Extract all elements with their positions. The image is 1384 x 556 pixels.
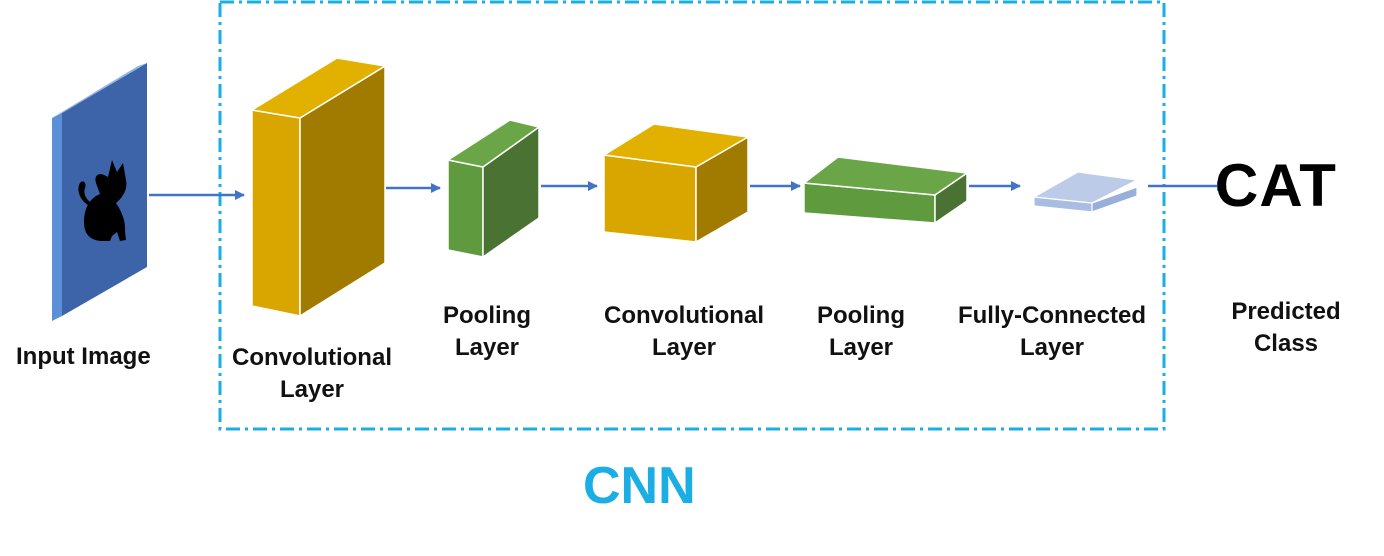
cnn-group-label: CNN bbox=[583, 457, 696, 515]
input-image-label: Input Image bbox=[16, 341, 151, 373]
fully-connected-layer-label-line1: Fully-Connected bbox=[957, 302, 1146, 329]
fully-connected-layer-block bbox=[1032, 171, 1139, 213]
conv-layer-1-block bbox=[249, 57, 388, 318]
predicted-class-label-line2: Class bbox=[1253, 330, 1319, 357]
input-image-label-text: Input Image bbox=[16, 343, 151, 370]
pooling-layer-2-block bbox=[802, 156, 970, 225]
conv-layer-2-label: Convolutional Layer bbox=[593, 300, 775, 364]
cat-silhouette-icon bbox=[78, 160, 127, 241]
predicted-class-label: Predicted Class bbox=[1220, 296, 1352, 360]
output-class-text: CAT bbox=[1215, 152, 1337, 219]
fully-connected-layer-label-line2: Layer bbox=[1019, 334, 1085, 361]
conv-layer-2-block bbox=[601, 123, 751, 244]
conv-layer-1-label: Convolutional Layer bbox=[222, 342, 402, 406]
pooling-layer-2-label: Pooling Layer bbox=[801, 300, 921, 364]
conv-layer-1-label-line1: Convolutional bbox=[232, 344, 392, 371]
fully-connected-layer-label: Fully-Connected Layer bbox=[945, 300, 1159, 364]
pooling-layer-1-block bbox=[446, 119, 541, 259]
pooling-layer-1-label-line1: Pooling bbox=[443, 302, 531, 329]
input-image-block bbox=[52, 63, 147, 321]
conv-layer-1-label-line2: Layer bbox=[279, 376, 345, 403]
pooling-layer-1-label-line2: Layer bbox=[454, 334, 520, 361]
pooling-layer-2-label-line1: Pooling bbox=[817, 302, 905, 329]
predicted-class-label-line1: Predicted bbox=[1231, 298, 1341, 325]
pooling-layer-2-label-line2: Layer bbox=[828, 334, 894, 361]
cnn-group-frame bbox=[218, 0, 1166, 431]
conv-layer-2-label-line1: Convolutional bbox=[604, 302, 764, 329]
pooling-layer-1-label: Pooling Layer bbox=[427, 300, 547, 364]
conv-layer-2-label-line2: Layer bbox=[651, 334, 717, 361]
